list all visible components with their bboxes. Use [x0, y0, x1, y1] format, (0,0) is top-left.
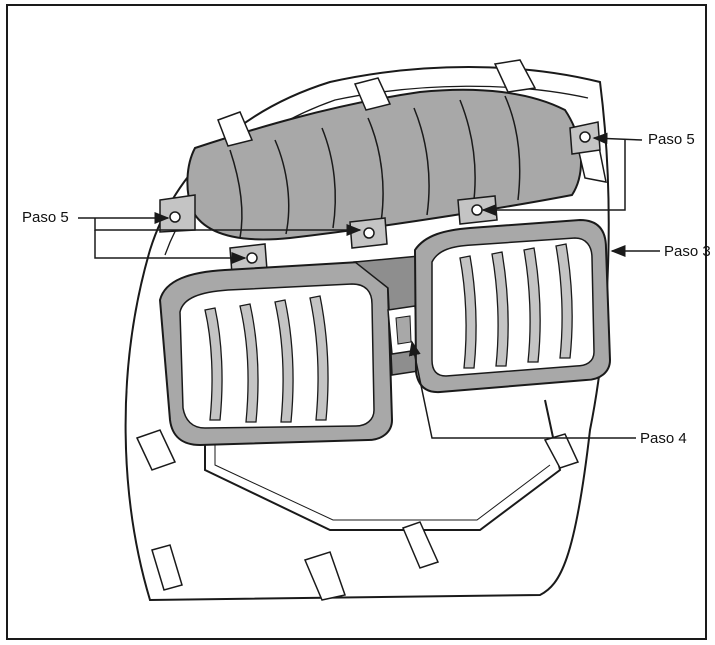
callout-paso3: Paso 3: [664, 243, 711, 260]
lower-bracket-inner: [214, 425, 551, 521]
grille-left: [158, 260, 394, 447]
callout-paso4: Paso 4: [640, 430, 687, 447]
screw-icon: [169, 131, 591, 264]
grille-right: [413, 218, 612, 394]
callout-paso5-left: Paso 5: [22, 209, 69, 226]
clip-icon: [135, 429, 580, 601]
leader-lines: [78, 132, 660, 439]
duct-ribs: [229, 95, 521, 239]
callout-paso5-right: Paso 5: [648, 131, 695, 148]
